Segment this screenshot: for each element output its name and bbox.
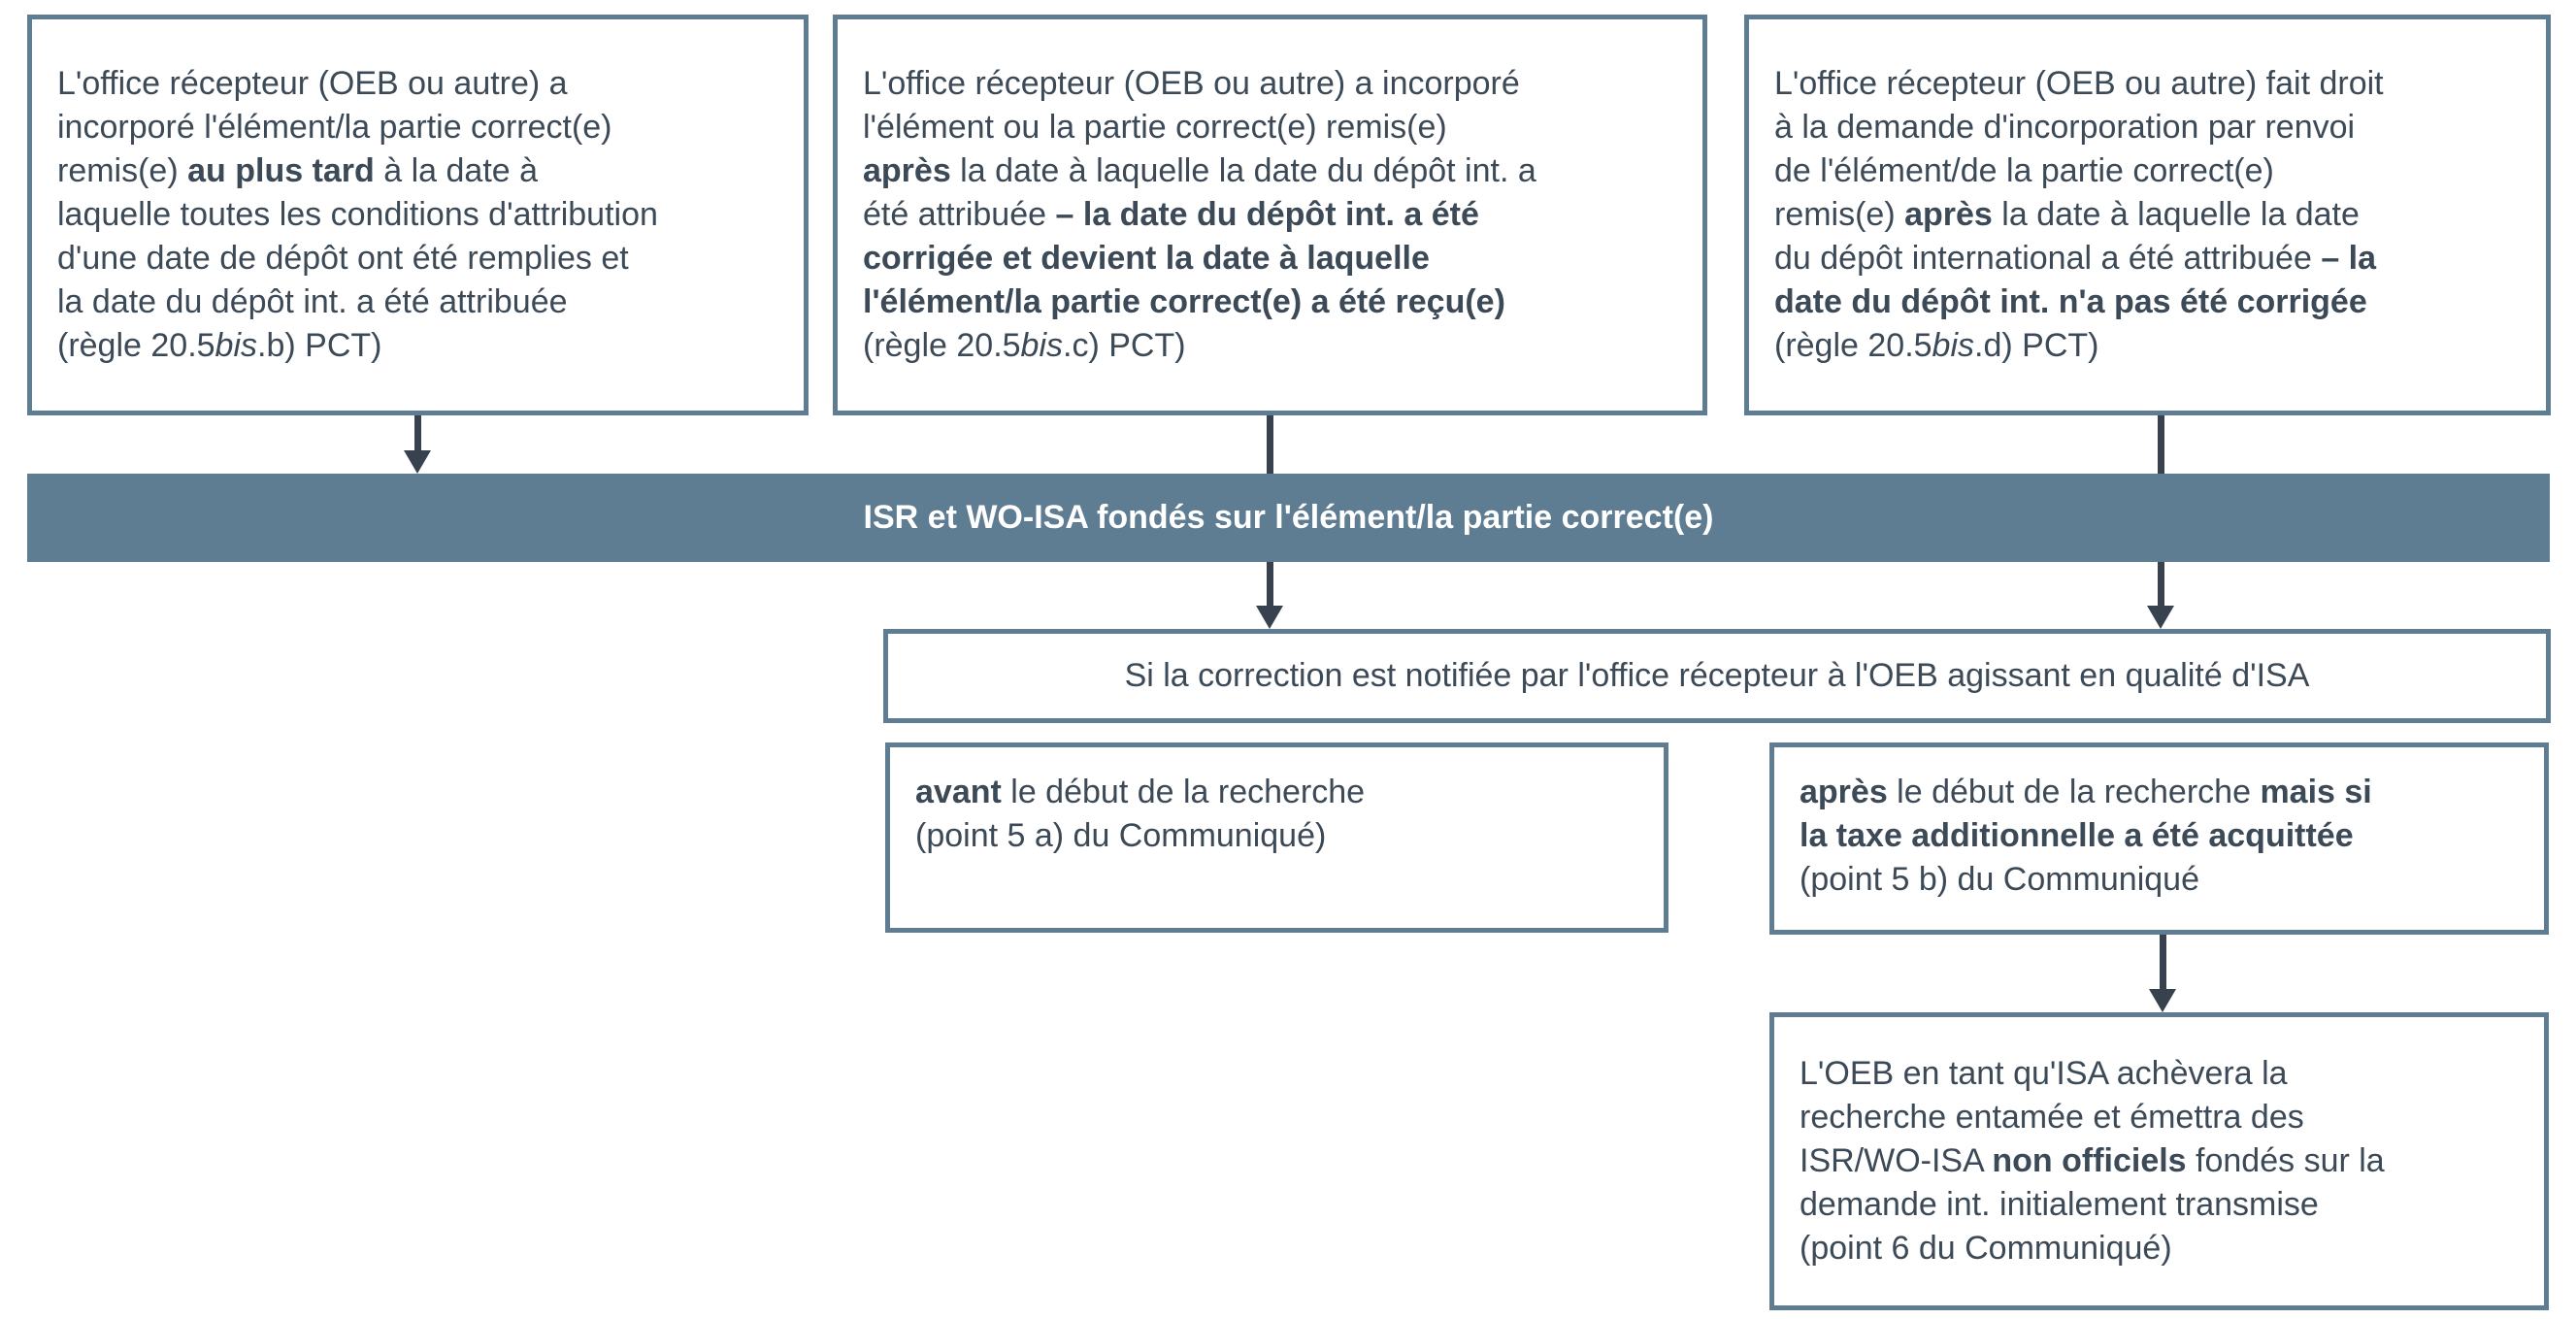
box-rule-20-5bis-c: L'office récepteur (OEB ou autre) a inco…: [833, 15, 1707, 415]
branch-after-search-box: après le début de la recherche mais si l…: [1769, 742, 2549, 935]
branch-after-search-text: après le début de la recherche mais si l…: [1800, 774, 2372, 898]
condition-notification-box: Si la correction est notifiée par l'offi…: [883, 629, 2551, 723]
box-rule-20-5bis-d-text: L'office récepteur (OEB ou autre) fait d…: [1774, 65, 2384, 364]
result-oeb-isa-text: L'OEB en tant qu'ISA achèvera la recherc…: [1800, 1055, 2385, 1267]
arrowhead-down-icon: [404, 450, 431, 474]
arrowhead-down-icon: [2149, 989, 2176, 1012]
arrowhead-down-icon: [1256, 606, 1283, 629]
branch-before-search-text: avant le début de la recherche (point 5 …: [915, 774, 1366, 854]
result-oeb-isa-box: L'OEB en tant qu'ISA achèvera la recherc…: [1769, 1012, 2549, 1310]
arrow-after-branch-to-result: [2149, 935, 2176, 1012]
branch-before-search-box: avant le début de la recherche (point 5 …: [885, 742, 1668, 933]
box-rule-20-5bis-b-text: L'office récepteur (OEB ou autre) a inco…: [57, 65, 658, 364]
banner-label: ISR et WO-ISA fondés sur l'élément/la pa…: [863, 499, 1714, 536]
banner-isr-wo-isa: ISR et WO-ISA fondés sur l'élément/la pa…: [27, 474, 2550, 562]
box-rule-20-5bis-d: L'office récepteur (OEB ou autre) fait d…: [1744, 15, 2551, 415]
box-rule-20-5bis-c-text: L'office récepteur (OEB ou autre) a inco…: [863, 65, 1536, 364]
condition-notification-text: Si la correction est notifiée par l'offi…: [1124, 657, 2310, 694]
arrow-rule-b-to-banner: [404, 415, 431, 474]
box-rule-20-5bis-b: L'office récepteur (OEB ou autre) a inco…: [27, 15, 809, 415]
arrowhead-down-icon: [2147, 606, 2174, 629]
arrow-stem: [413, 415, 421, 450]
arrow-stem: [2159, 935, 2166, 989]
